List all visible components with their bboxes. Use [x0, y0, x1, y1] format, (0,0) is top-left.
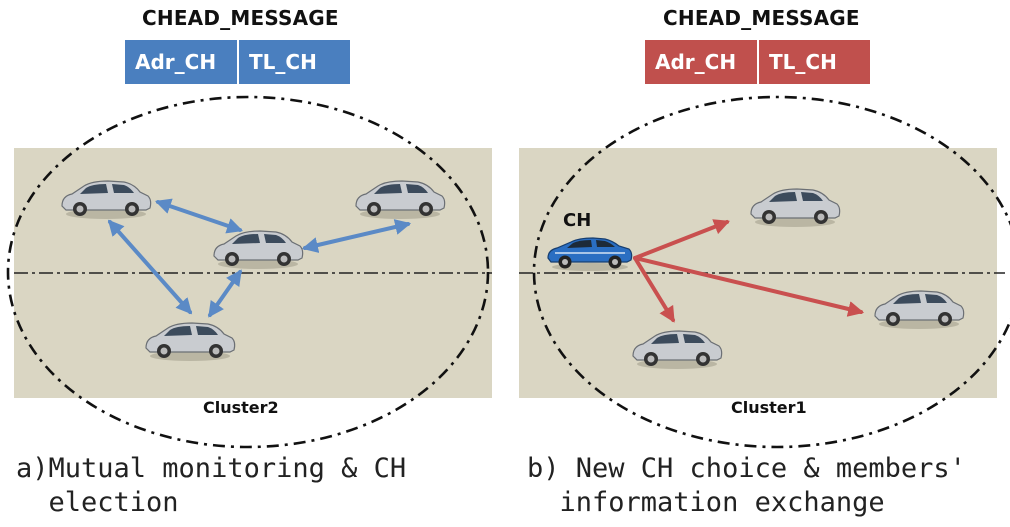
cluster-head-label: CH: [563, 210, 592, 231]
caption: a)Mutual monitoring & CH election: [16, 452, 406, 520]
message-format-box: Adr_CH TL_CH: [645, 40, 870, 84]
panel-new-ch-choice: CHEAD_MESSAGE Adr_CH TL_CH CH: [505, 0, 1010, 527]
cluster-boundary: [532, 95, 1010, 449]
caption-line-1: b) New CH choice & members': [527, 453, 966, 484]
car-silver-icon: [213, 230, 304, 269]
caption-line-1: a)Mutual monitoring & CH: [16, 453, 407, 484]
field-tl-ch: TL_CH: [237, 40, 350, 84]
link-arrow: [107, 219, 193, 315]
car-silver-icon: [355, 180, 446, 219]
link-arrow: [301, 219, 412, 253]
field-tl-ch: TL_CH: [757, 40, 870, 84]
car-silver-icon: [632, 330, 723, 369]
car-silver-icon: [145, 322, 236, 361]
car-silver-icon: [750, 188, 841, 227]
broadcast-arrow: [633, 256, 865, 317]
broadcast-arrow: [633, 256, 675, 323]
broadcast-arrow: [633, 219, 730, 260]
car-silver-icon: [61, 180, 152, 219]
cluster-boundary: [6, 95, 490, 449]
message-format-box: Adr_CH TL_CH: [125, 40, 350, 84]
caption-line-2: election: [16, 487, 179, 518]
car-blue-icon: [547, 237, 633, 271]
link-arrow: [154, 198, 244, 234]
cluster-label: Cluster2: [203, 398, 279, 417]
cluster-diagram: [519, 95, 1010, 449]
message-title: CHEAD_MESSAGE: [142, 6, 339, 30]
car-silver-icon: [874, 290, 965, 329]
message-title: CHEAD_MESSAGE: [663, 6, 860, 30]
cluster-label: Cluster1: [731, 398, 807, 417]
link-arrow: [208, 269, 242, 318]
cluster-diagram: [6, 95, 492, 449]
panel-mutual-monitoring: CHEAD_MESSAGE Adr_CH TL_CH: [6, 6, 492, 520]
field-adr-ch: Adr_CH: [135, 50, 217, 74]
field-adr-ch: Adr_CH: [655, 50, 737, 74]
caption-line-2: information exchange: [527, 487, 885, 518]
caption: b) New CH choice & members' information …: [527, 452, 966, 520]
